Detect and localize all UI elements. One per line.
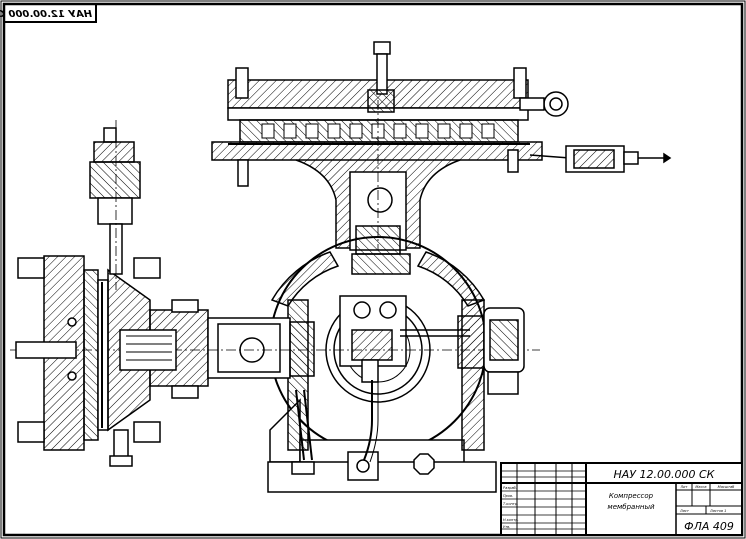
gauge-instrument <box>529 145 672 173</box>
col-scale: Масштаб <box>718 485 735 489</box>
support-pipe <box>291 389 315 475</box>
corner-code-text: НАУ 12.00.000 СК <box>0 9 92 20</box>
drawing-designation: НАУ 12.00.000 СК <box>614 468 716 481</box>
organization-code: ФЛА 409 <box>684 520 734 533</box>
horizontal-cylinder <box>10 299 315 399</box>
left-row-5: Н.контр. <box>503 518 519 522</box>
drawing-name-line2: мембранный <box>607 503 655 511</box>
body-neck <box>295 100 461 255</box>
lifting-eye <box>519 91 569 117</box>
compressor-assembly <box>10 41 672 493</box>
left-row-2: Пров. <box>503 494 513 498</box>
title-block <box>500 462 743 536</box>
left-diaphragm-head <box>15 255 177 451</box>
corner-code-box: НАУ 12.00.000 СК <box>0 3 97 23</box>
drawing-name-line1: Компрессор <box>609 492 654 500</box>
upper-left-valve <box>89 120 141 290</box>
lower-drain <box>109 429 133 467</box>
crankcase <box>269 236 540 454</box>
sheets-label: Листов 1 <box>709 509 726 513</box>
col-lit: Лит <box>680 485 689 489</box>
top-valve <box>367 41 395 113</box>
sheet-label: Лист <box>679 509 690 513</box>
title-block-text: НАУ 12.00.000 СК Компрессор мембранный Ф… <box>503 468 735 533</box>
right-valve-housing <box>400 307 525 395</box>
col-mass: Масса <box>695 485 706 489</box>
left-row-3: Т.контр. <box>503 502 518 506</box>
left-row-6: Утв. <box>503 525 510 529</box>
left-row-1: Разраб. <box>503 486 517 490</box>
